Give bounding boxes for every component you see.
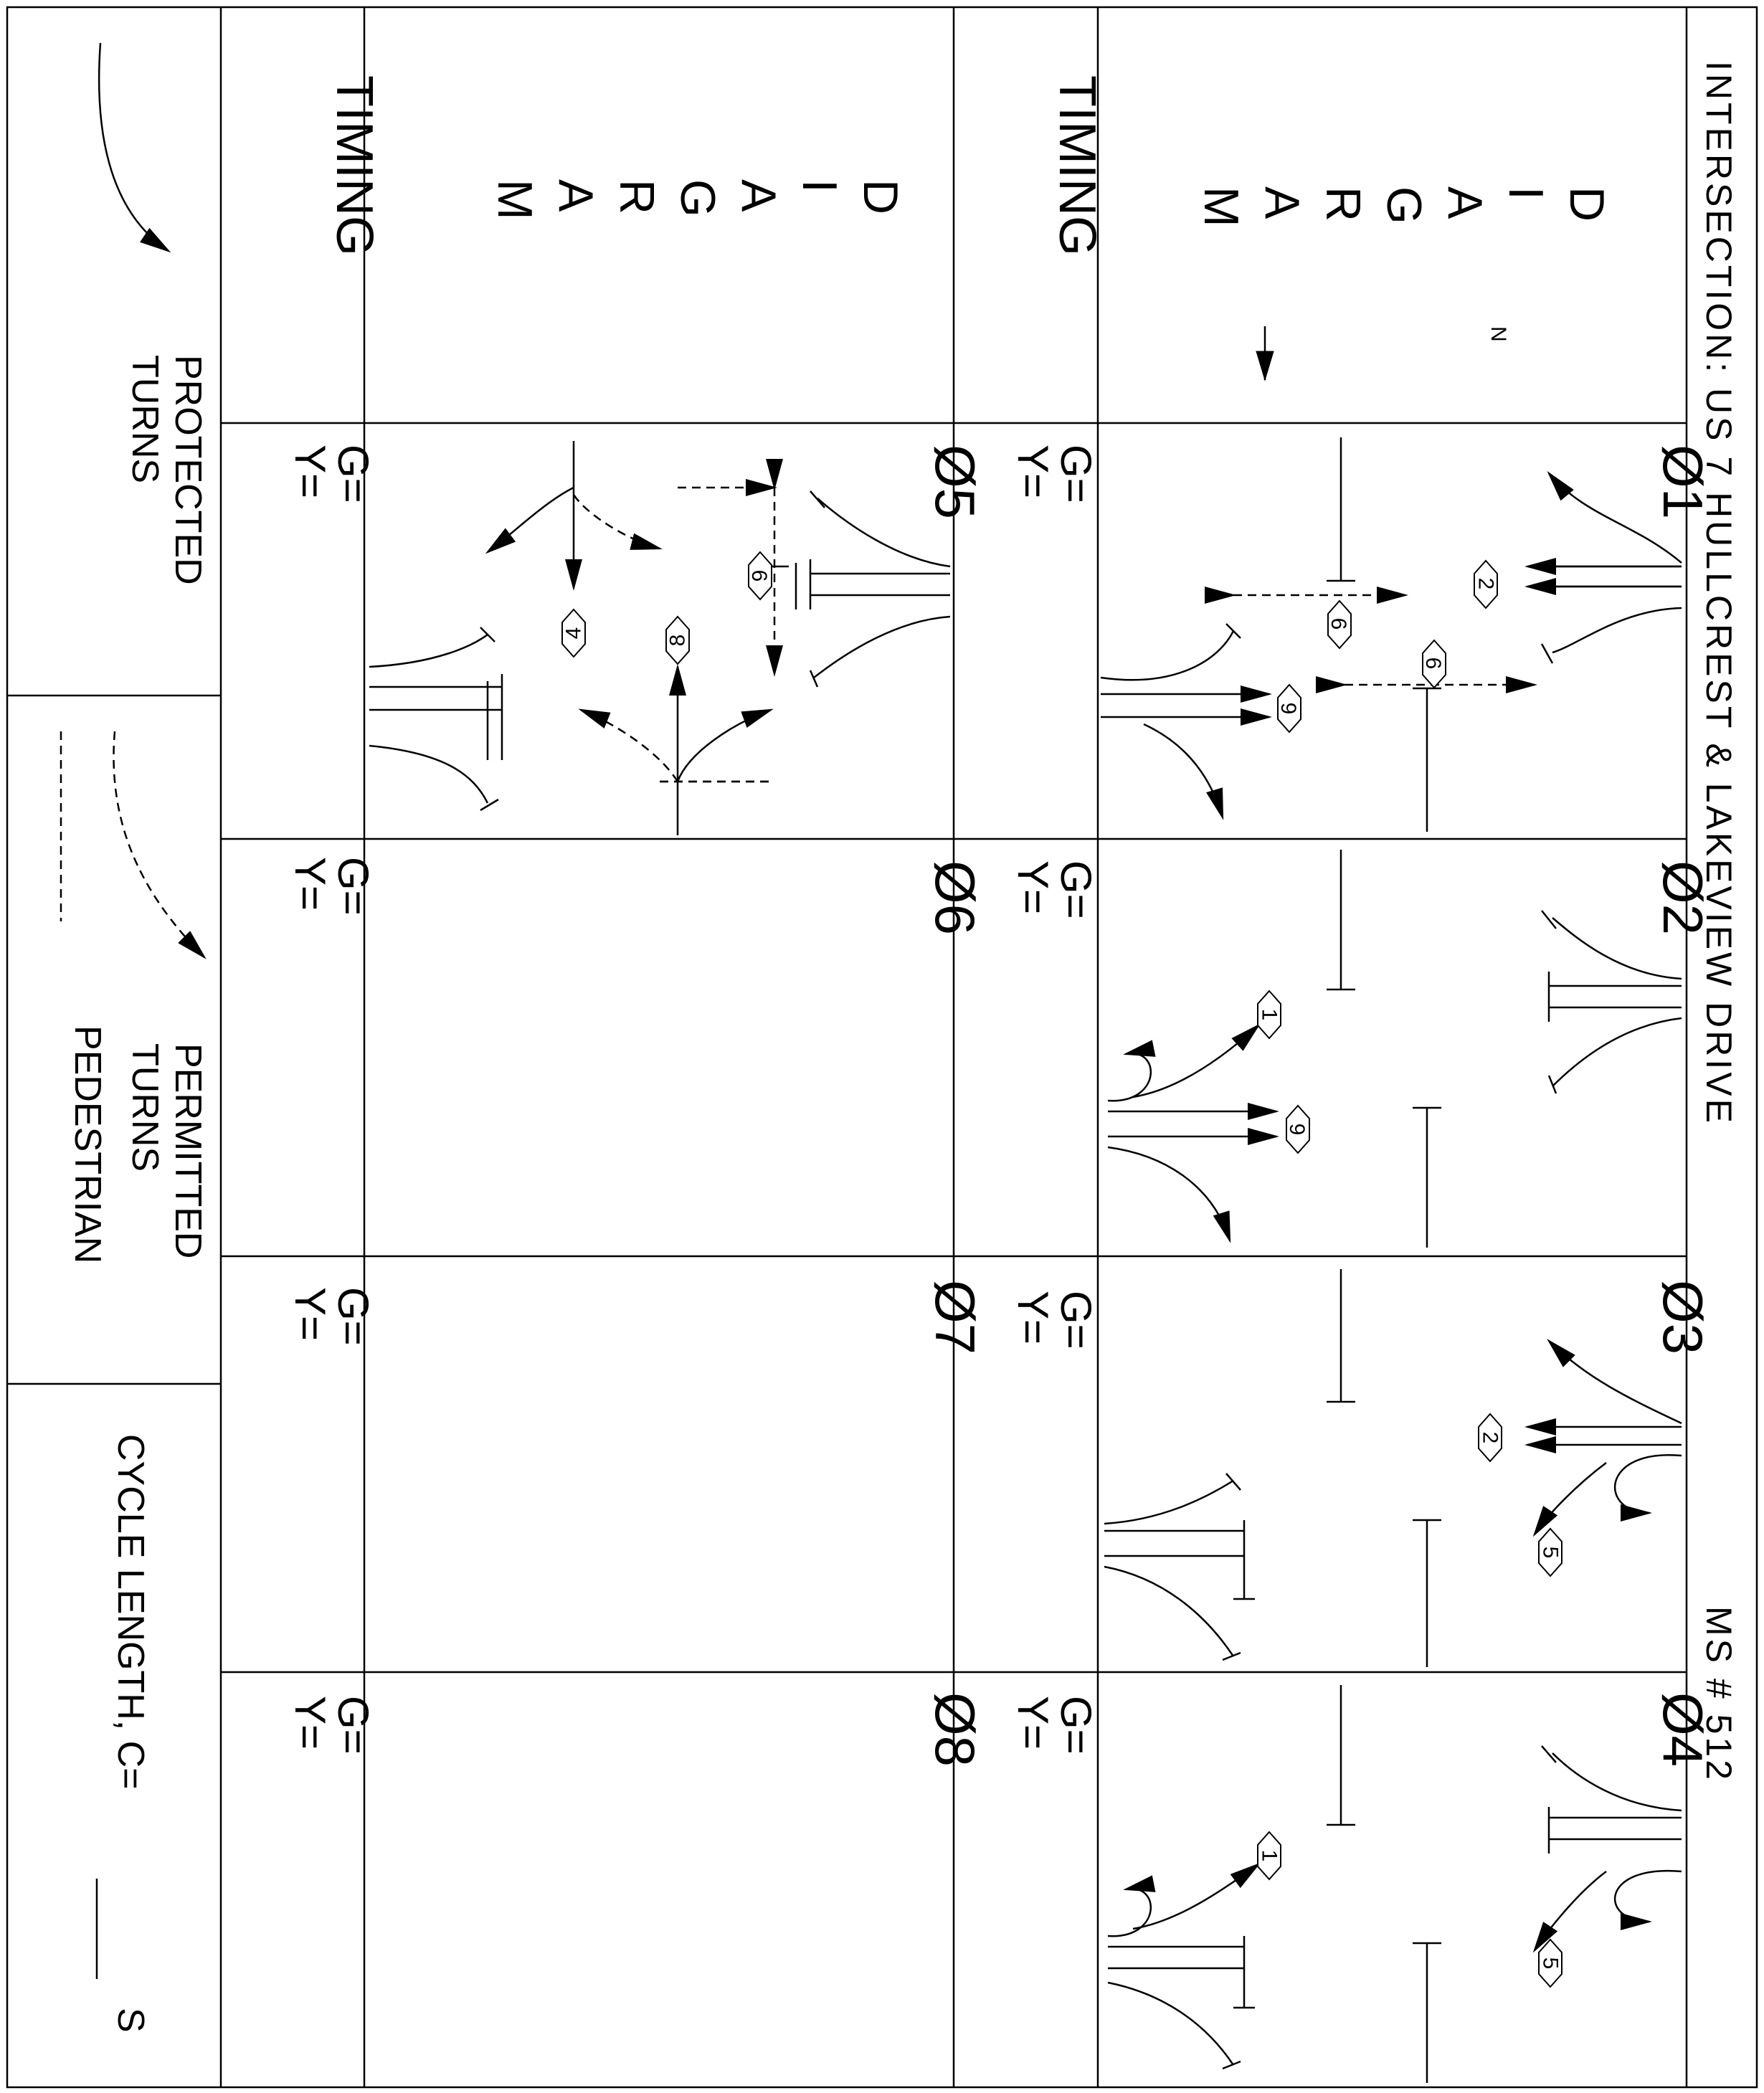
movement-badge: 9 [1423,658,1446,670]
diagram-label-bottom: D I A G R A M [488,179,908,220]
yellow-time[interactable]: Y= [286,445,334,498]
yellow-time[interactable]: Y= [286,857,334,911]
legend-protected-label: PROTECTED [167,355,209,585]
diagram-letter: A [1438,186,1492,219]
cycle-length-unit: S [110,2008,151,2033]
movement-badge: 9 [1328,618,1352,630]
movement-badge: 6 [1278,703,1301,715]
timing-values-bottom: G= Y= G= Y= G= Y= G= Y= [286,445,377,1755]
diagram-letter: M [488,179,542,220]
green-time[interactable]: G= [329,445,377,503]
movement-badge: 8 [666,635,690,647]
north-label: N [1486,326,1510,342]
phase4-diagram: 1 5 [1108,1685,1682,2083]
phase2-diagram: 1 6 [1108,850,1682,1248]
table-grid [7,7,1757,2087]
phase-label: Ø3 [1651,1280,1715,1354]
yellow-time[interactable]: Y= [1009,445,1057,498]
movement-badge: 9 [749,570,772,582]
diagram-letter: I [792,179,847,193]
north-arrow: N [1256,326,1510,380]
movement-badge: 5 [1539,1547,1563,1559]
phase5-diagram: 9 8 4 [369,441,950,835]
movement-badge: 6 [1286,1124,1310,1136]
timing-label-top: TIMING [1048,75,1106,256]
diagram-letter: G [670,179,725,217]
phase-label: Ø6 [924,860,987,935]
phase-label: Ø4 [1651,1692,1715,1767]
phase1-diagram: 2 9 9 6 [1101,437,1682,832]
ms-number: MS # 512 [1699,1606,1739,1783]
diagram-letter: D [1560,186,1614,222]
diagram-letter: G [1377,186,1431,224]
green-time[interactable]: G= [1052,445,1100,503]
phase-label: Ø5 [924,445,987,519]
legend-pedestrian-label: PEDESTRIAN [67,1025,108,1263]
intersection-label: INTERSECTION: US 7 HULLCREST & LAKEVIEW … [1699,61,1739,1126]
diagram-letter: A [1255,186,1309,219]
green-time[interactable]: G= [1052,1291,1100,1349]
movement-badge: 1 [1258,1009,1281,1021]
green-time[interactable]: G= [329,857,377,916]
diagram-letter: I [1499,186,1553,200]
movement-badge: 2 [1479,1432,1502,1444]
phase3-diagram: 2 5 [1104,1269,1682,1667]
movement-badge: 1 [1258,1850,1281,1862]
diagram-letter: R [1316,186,1370,222]
legend-cycle-length: CYCLE LENGTH, C= S [97,1434,151,2033]
green-time[interactable]: G= [329,1287,377,1346]
movement-badge: 4 [562,627,586,640]
diagram-letter: M [1194,186,1248,227]
yellow-time[interactable]: Y= [286,1696,334,1750]
green-time[interactable]: G= [1052,1696,1100,1755]
cycle-length-label: CYCLE LENGTH, C= [110,1434,151,1790]
phase-label: Ø2 [1651,860,1715,935]
phase-label: Ø1 [1651,445,1715,519]
legend-permitted-label: PERMITTED [167,1043,209,1258]
timing-label-bottom: TIMING [326,75,383,256]
yellow-time[interactable]: Y= [1009,860,1057,914]
green-time[interactable]: G= [329,1696,377,1755]
yellow-time[interactable]: Y= [1009,1291,1057,1344]
legend-protected-label: TURNS [124,355,166,483]
yellow-time[interactable]: Y= [286,1287,334,1341]
diagram-letter: D [853,179,908,214]
legend-protected: PROTECTED TURNS [99,43,209,585]
legend-permitted: PERMITTED TURNS PEDESTRIAN [61,731,209,1263]
movement-badge: 5 [1539,1957,1563,1970]
diagram-label-top: D I A G R A M [1194,186,1614,227]
diagram-letter: A [549,179,603,212]
phase-label: Ø8 [924,1692,987,1767]
legend-permitted-label: TURNS [124,1043,166,1172]
yellow-time[interactable]: Y= [1009,1696,1057,1750]
timing-values-top: G= Y= G= Y= G= Y= G= Y= [1009,445,1100,1755]
green-time[interactable]: G= [1052,860,1100,919]
movement-badge: 2 [1474,578,1498,590]
phase-labels-bottom: Ø5 Ø6 Ø7 Ø8 [924,445,987,1767]
diagram-letter: A [731,179,786,212]
phase-label: Ø7 [924,1280,987,1354]
diagram-letter: R [610,179,664,214]
phase-labels-top: Ø1 Ø2 Ø3 Ø4 [1651,445,1715,1767]
